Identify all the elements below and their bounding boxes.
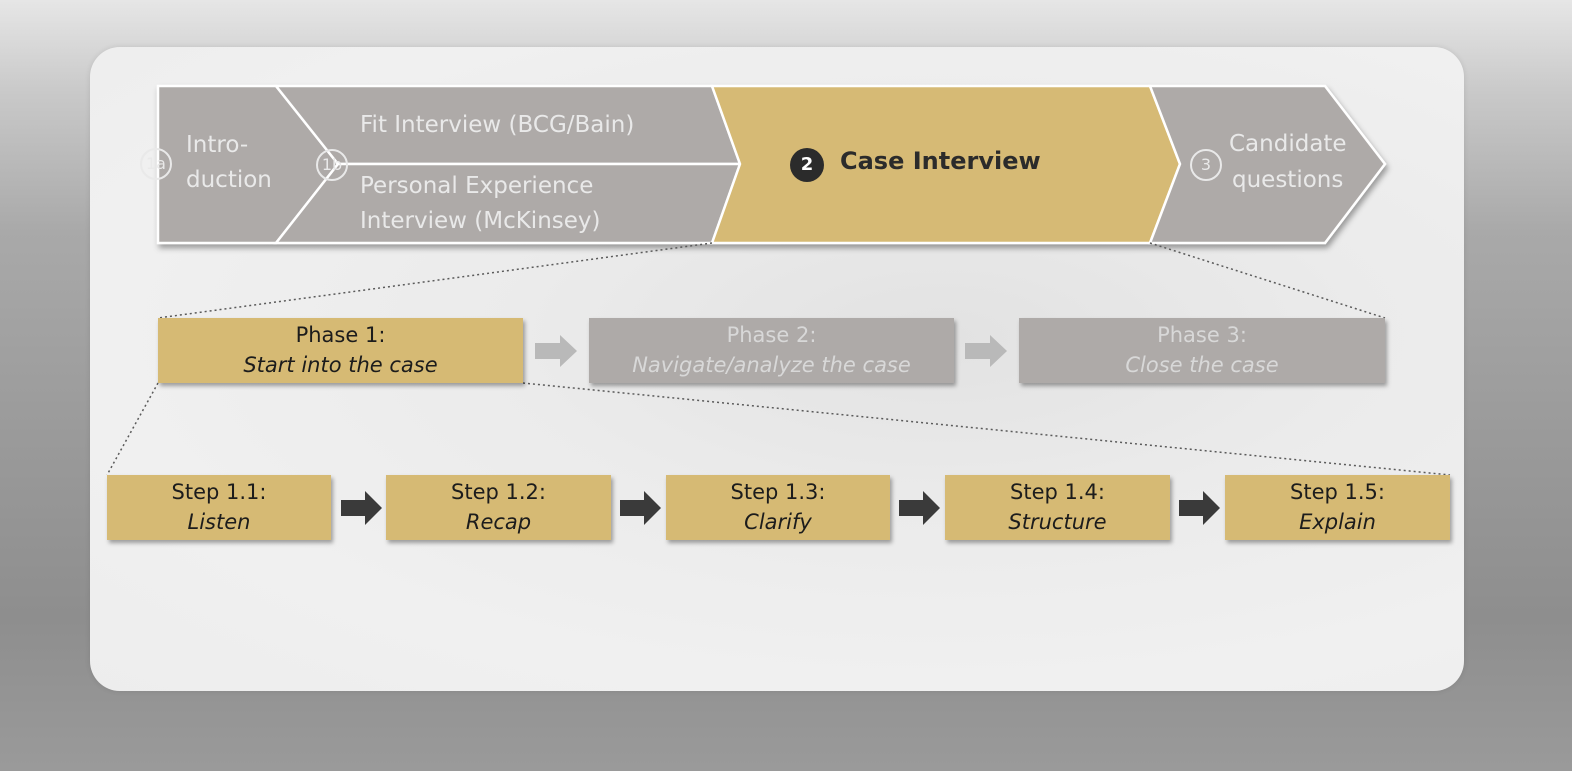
phase-3-title: Phase 3: bbox=[1157, 323, 1247, 347]
candidate-chevron bbox=[1148, 84, 1387, 245]
step-1-3-box: Step 1.3: Clarify bbox=[666, 475, 890, 540]
step-1-2-subtitle: Recap bbox=[465, 510, 532, 534]
intro-label-line1: Intro- bbox=[186, 132, 249, 158]
candidate-label-line1: Candidate bbox=[1229, 131, 1347, 157]
step-1-5-title: Step 1.5: bbox=[1290, 480, 1385, 504]
step-1-3-title: Step 1.3: bbox=[730, 480, 826, 504]
phase-2-title: Phase 2: bbox=[726, 323, 817, 347]
step-arrow-2 bbox=[620, 491, 661, 525]
phase-arrow-2 bbox=[965, 335, 1007, 367]
step-arrow-4 bbox=[1179, 491, 1220, 525]
step-arrow-1 bbox=[341, 491, 382, 525]
zoom-connectors bbox=[106, 242, 1451, 476]
step-1-1-title: Step 1.1: bbox=[171, 480, 267, 504]
step-1-4-subtitle: Structure bbox=[1008, 510, 1107, 534]
phase-2-subtitle: Navigate/analyze the case bbox=[632, 353, 911, 377]
phase-1-box: Phase 1: Start into the case bbox=[158, 318, 523, 383]
phase-2-box: Phase 2: Navigate/analyze the case bbox=[589, 318, 954, 383]
personal-experience-label-line1: Personal Experience bbox=[360, 173, 594, 199]
step-1-4-box: Step 1.4: Structure bbox=[945, 475, 1170, 540]
case-interview-label: Case Interview bbox=[840, 147, 1041, 175]
phase-3-box: Phase 3: Close the case bbox=[1019, 318, 1385, 383]
step-1-3-subtitle: Clarify bbox=[744, 510, 812, 534]
badge-2: 2 bbox=[790, 148, 824, 182]
step-1-4-title: Step 1.4: bbox=[1010, 480, 1105, 504]
step-1-2-title: Step 1.2: bbox=[451, 480, 546, 504]
badge-3: 3 bbox=[1190, 149, 1222, 181]
step-arrow-3 bbox=[899, 491, 940, 525]
phase-1-title: Phase 1: bbox=[295, 323, 386, 347]
intro-label-line2: duction bbox=[186, 167, 272, 193]
fit-interview-label: Fit Interview (BCG/Bain) bbox=[360, 112, 635, 138]
badge-1a: 1a bbox=[140, 148, 172, 180]
badge-1b: 1b bbox=[316, 149, 348, 181]
phase-1-subtitle: Start into the case bbox=[243, 353, 438, 377]
step-1-2-box: Step 1.2: Recap bbox=[386, 475, 611, 540]
phase-3-subtitle: Close the case bbox=[1125, 353, 1279, 377]
personal-experience-label-line2: Interview (McKinsey) bbox=[360, 208, 601, 234]
step-1-5-subtitle: Explain bbox=[1299, 510, 1376, 534]
candidate-label-line2: questions bbox=[1232, 167, 1344, 193]
phase-arrow-1 bbox=[535, 335, 577, 367]
step-1-1-subtitle: Listen bbox=[187, 510, 251, 534]
step-1-5-box: Step 1.5: Explain bbox=[1225, 475, 1450, 540]
step-1-1-box: Step 1.1: Listen bbox=[107, 475, 331, 540]
